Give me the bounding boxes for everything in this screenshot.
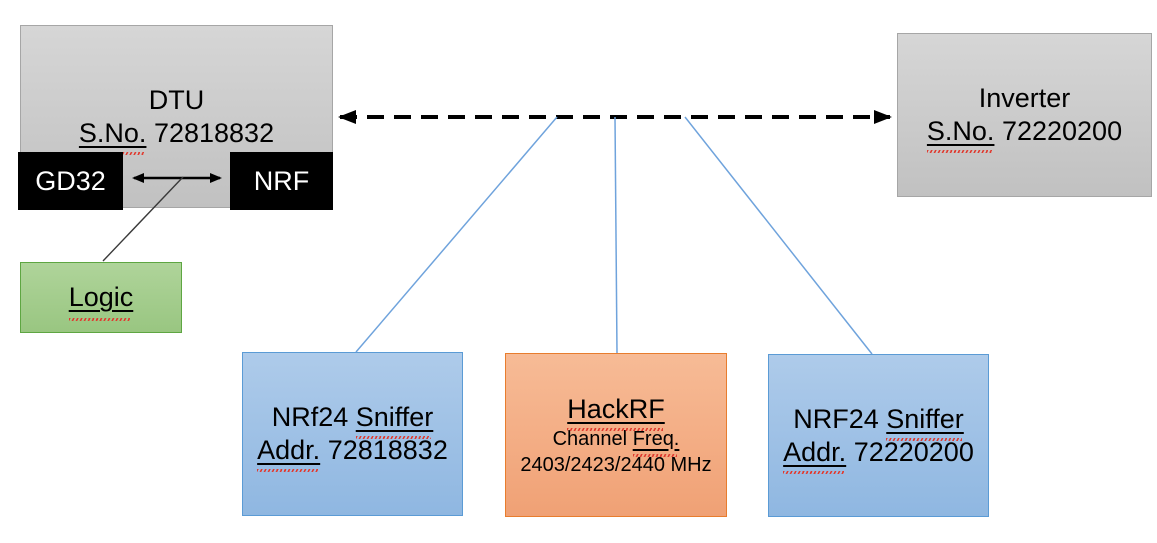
- dtu-serial-prefix: S.No.: [78, 117, 147, 148]
- inverter-serial-prefix: S.No.: [926, 116, 995, 146]
- hackrf-channel-line: Channel Freq.: [553, 426, 680, 452]
- logic-box: Logic: [20, 262, 182, 333]
- inverter-box: Inverter S.No. 72220200: [897, 33, 1152, 197]
- hackrf-box: HackRF Channel Freq. 2403/2423/2440 MHz: [505, 353, 727, 517]
- nrf-label: NRF: [253, 165, 310, 196]
- dtu-title: DTU: [148, 84, 205, 115]
- sniffer-right-sniffer-word: Sniffer: [886, 403, 964, 434]
- gd32-label: GD32: [35, 165, 106, 196]
- hackrf-title-line: HackRF: [567, 393, 665, 426]
- hackrf-frequencies: 2403/2423/2440 MHz: [520, 453, 712, 476]
- sniffer-right-addr-value: 72220200: [853, 436, 974, 467]
- sniffer-left-sniffer-word: Sniffer: [355, 402, 434, 432]
- logic-label: Logic: [68, 282, 134, 321]
- inverter-serial-line: S.No. 72220200: [927, 115, 1122, 148]
- inverter-serial-number: 72220200: [1001, 116, 1123, 146]
- hackrf-freq-label: Freq.: [632, 427, 680, 450]
- sniffer-left-addr-label: Addr.: [257, 435, 321, 465]
- sniffer-left-model: NRf24: [271, 402, 349, 432]
- hackrf-title: HackRF: [567, 393, 665, 424]
- tap-line-sniffer-left: [355, 116, 558, 353]
- nrf-chip-box: NRF: [230, 152, 333, 210]
- sniffer-left-addr-value: 72818832: [327, 435, 448, 465]
- gd32-chip-box: GD32: [18, 152, 123, 210]
- sniffer-left-title: NRf24 Sniffer: [272, 401, 434, 434]
- sniffer-right-addr-line: Addr. 72220200: [783, 436, 974, 469]
- sniffer-right-box: NRF24 Sniffer Addr. 72220200: [768, 354, 989, 517]
- sniffer-right-addr-label: Addr.: [783, 436, 847, 467]
- dtu-serial-number: 72818832: [153, 117, 275, 148]
- sniffer-right-model: NRF24: [793, 403, 879, 434]
- inverter-title: Inverter: [978, 83, 1071, 113]
- hackrf-channel-label: Channel: [552, 427, 628, 450]
- tap-line-hackrf: [614, 116, 618, 354]
- sniffer-left-box: NRf24 Sniffer Addr. 72818832: [242, 352, 463, 516]
- dtu-serial-line: S.No. 72818832: [79, 117, 274, 150]
- sniffer-right-title: NRF24 Sniffer: [793, 403, 964, 436]
- sniffer-left-addr-line: Addr. 72818832: [257, 434, 448, 467]
- tap-line-sniffer-right: [684, 116, 873, 355]
